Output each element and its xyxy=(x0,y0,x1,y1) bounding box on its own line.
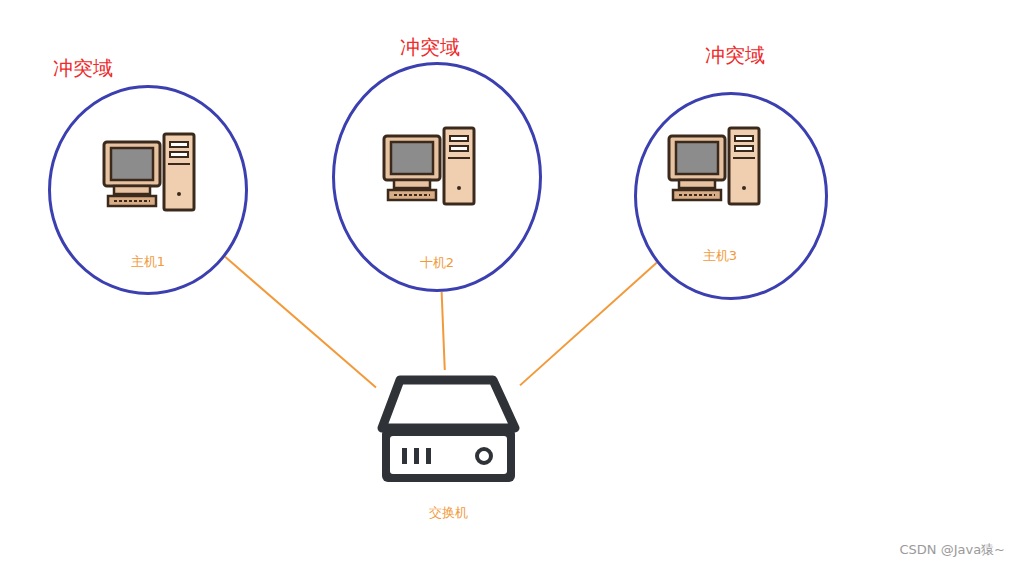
computer-icon xyxy=(669,128,759,204)
computer-icon xyxy=(104,134,194,210)
domain-heading: 冲突域 xyxy=(400,34,460,61)
collision-domain: 冲突域主机1 xyxy=(48,85,248,295)
domain-heading: 冲突域 xyxy=(705,42,765,69)
watermark: CSDN @Java猿~ xyxy=(899,541,1005,559)
host-label: 主机3 xyxy=(703,247,737,265)
computer-icon xyxy=(384,128,474,204)
domain-heading: 冲突域 xyxy=(53,55,113,82)
switch-icon xyxy=(382,380,515,482)
collision-domain: 冲突域十机2 xyxy=(332,62,542,292)
link-line xyxy=(225,257,376,388)
link-line xyxy=(442,292,445,370)
host-label: 十机2 xyxy=(420,254,454,272)
switch-label: 交换机 xyxy=(429,504,468,522)
host-label: 主机1 xyxy=(131,253,165,271)
collision-domain: 冲突域主机3 xyxy=(634,92,828,300)
switch-node: 交换机 xyxy=(376,370,520,530)
link-line xyxy=(520,263,657,386)
circle-outline xyxy=(634,92,828,300)
